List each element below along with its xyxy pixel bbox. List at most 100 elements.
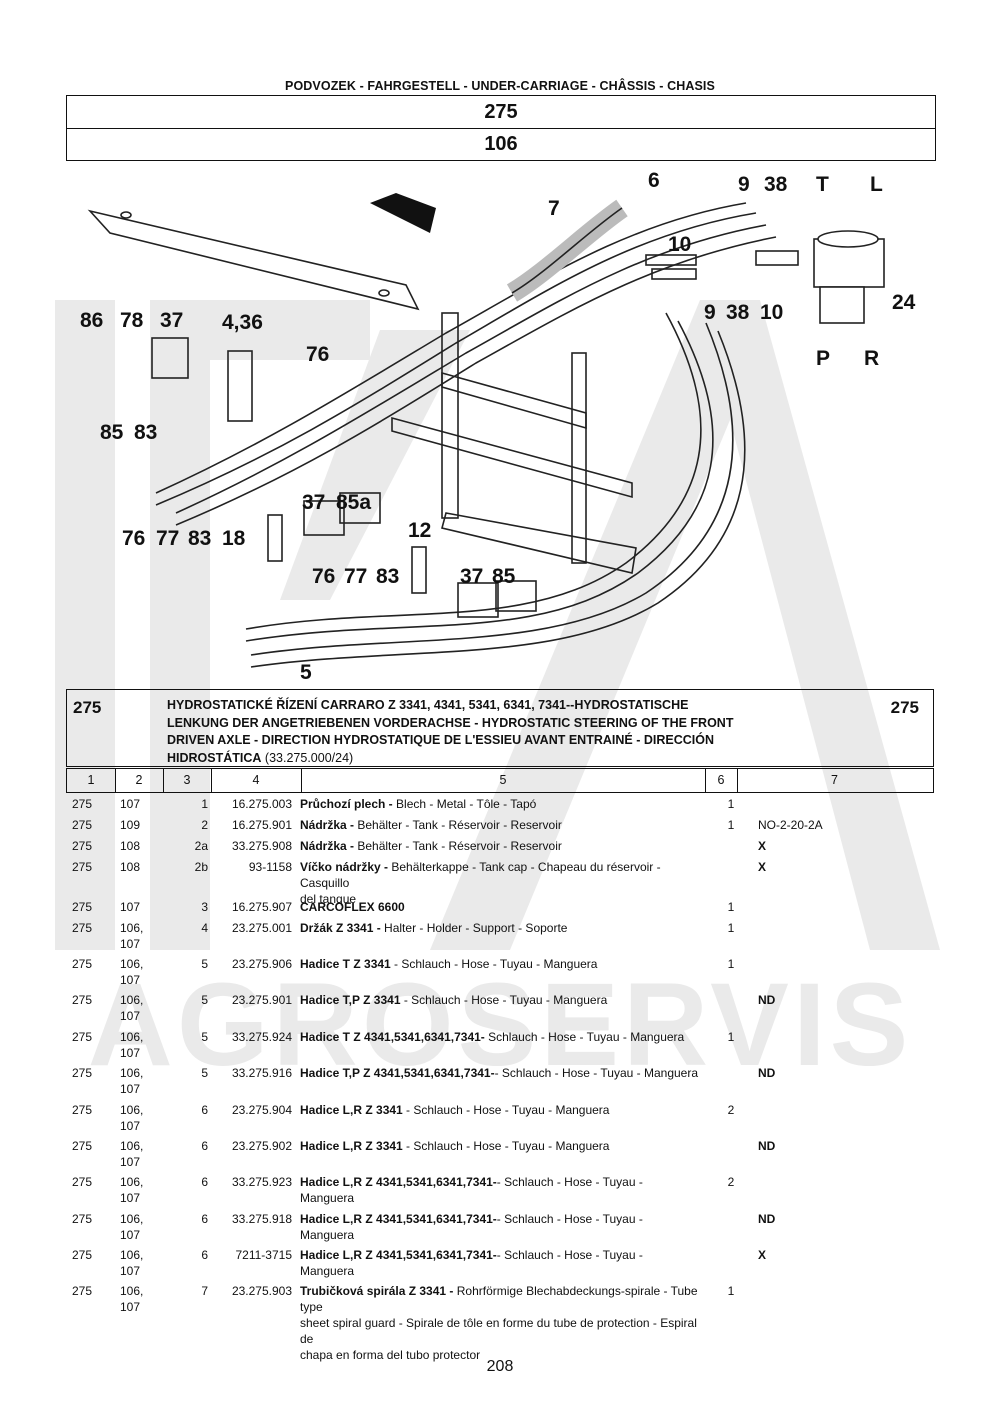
cell: 23.275.902 bbox=[231, 1139, 292, 1153]
callout-37: 37 bbox=[160, 309, 183, 332]
part-desc: Behälter - Tank - Réservoir - Reservoir bbox=[354, 839, 562, 853]
cell: 275 bbox=[72, 1139, 93, 1153]
cell-col2: 106,107 bbox=[120, 1102, 160, 1134]
cell: 2 bbox=[201, 818, 208, 832]
cell: 275 bbox=[72, 1175, 93, 1189]
cell-col2: 106, 107 bbox=[120, 1174, 160, 1206]
cell-col2: 106, 107 bbox=[120, 992, 160, 1024]
cell: 16.275.907 bbox=[231, 900, 292, 914]
part-desc: Halter - Holder - Support - Soporte bbox=[380, 921, 568, 935]
callout-4-36: 4,36 bbox=[222, 311, 263, 334]
cell: 275 bbox=[72, 957, 93, 971]
cell-description: Hadice L,R Z 3341 - Schlauch - Hose - Tu… bbox=[300, 1138, 700, 1154]
callout-12: 12 bbox=[408, 519, 431, 542]
cell: 2a bbox=[194, 839, 208, 853]
callout-38: 38 bbox=[764, 173, 788, 196]
cell: 275 bbox=[72, 1212, 93, 1226]
group-description: 275 275 HYDROSTATICKÉ ŘÍZENÍ CARRARO Z 3… bbox=[66, 689, 934, 767]
callout-85b: 85 bbox=[492, 565, 516, 588]
col2-line1: 108 bbox=[120, 839, 141, 853]
callout-9b: 9 bbox=[704, 301, 716, 324]
cell-col2: 106,107 bbox=[120, 1283, 160, 1315]
col2-line1: 106, bbox=[120, 1212, 144, 1226]
col2-line1: 107 bbox=[120, 900, 141, 914]
subgroup-code: 106 bbox=[66, 128, 936, 161]
cell: 33.275.923 bbox=[231, 1175, 292, 1189]
part-name: Nádržka - bbox=[300, 839, 355, 853]
col-4: 4 bbox=[211, 769, 302, 792]
part-desc: - Schlauch - Hose - Tuyau - Manguera bbox=[300, 1248, 643, 1278]
cell: X bbox=[758, 1248, 767, 1262]
col2-line2: 107 bbox=[120, 1009, 141, 1023]
col2-line2: 107 bbox=[120, 1264, 141, 1278]
col-5: 5 bbox=[301, 769, 706, 792]
callout-76: 76 bbox=[306, 343, 329, 366]
col2-line2: 107 bbox=[120, 937, 141, 951]
cell: 16.275.003 bbox=[231, 797, 292, 811]
part-desc: - Schlauch - Hose - Tuyau - Manguera bbox=[402, 1139, 610, 1153]
callout-24: 24 bbox=[892, 291, 916, 314]
col2-line1: 106, bbox=[120, 1175, 144, 1189]
col2-line1: 106, bbox=[120, 1284, 144, 1298]
part-name: Hadice L,R Z 3341 bbox=[300, 1139, 403, 1153]
cell: 275 bbox=[72, 797, 93, 811]
cell: 1 bbox=[201, 797, 208, 811]
cell: 33.275.924 bbox=[231, 1030, 292, 1044]
cell: 3 bbox=[201, 900, 208, 914]
col-2: 2 bbox=[115, 769, 164, 792]
col2-line1: 106, bbox=[120, 957, 144, 971]
desc-line-2: LENKUNG DER ANGETRIEBENEN VORDERACHSE - … bbox=[167, 715, 734, 730]
cell: 7211-3715 bbox=[235, 1248, 293, 1262]
callout-37c: 37 bbox=[460, 565, 483, 588]
cell: 1 bbox=[727, 900, 735, 914]
cell: 1 bbox=[727, 1030, 735, 1044]
cell: 23.275.901 bbox=[231, 993, 292, 1007]
cell-description: Trubičková spirála Z 3341 - Rohrförmige … bbox=[300, 1283, 700, 1363]
callout-37b: 37 bbox=[302, 491, 325, 514]
cell-col2: 106,107 bbox=[120, 920, 160, 952]
part-desc: - Schlauch - Hose - Tuyau - Manguera bbox=[402, 1103, 610, 1117]
col2-line1: 106, bbox=[120, 1030, 144, 1044]
part-desc: Rohrförmige Blechabdeckungs-spirale - Tu… bbox=[300, 1284, 698, 1314]
col2-line2: 107 bbox=[120, 1119, 141, 1133]
col2-line2: 107 bbox=[120, 1191, 141, 1205]
part-name: Hadice L,R Z 3341 bbox=[300, 1103, 403, 1117]
callout-P: P bbox=[816, 347, 830, 370]
part-desc: - Schlauch - Hose - Tuyau - Manguera bbox=[300, 1212, 643, 1242]
callout-10b: 10 bbox=[760, 301, 783, 324]
part-name: Hadice T,P Z 3341 bbox=[300, 993, 401, 1007]
cell-col2: 106, 107 bbox=[120, 1247, 160, 1279]
cell-col2: 107 bbox=[120, 899, 160, 915]
col2-line1: 106, bbox=[120, 993, 144, 1007]
part-name: Hadice T Z 4341,5341,6341,7341- bbox=[300, 1030, 485, 1044]
col2-line2: 107 bbox=[120, 1228, 141, 1242]
cell: 23.275.903 bbox=[231, 1284, 292, 1298]
cell: 5 bbox=[201, 1066, 208, 1080]
cell: 5 bbox=[201, 957, 208, 971]
cell: 23.275.904 bbox=[231, 1103, 292, 1117]
callout-38b: 38 bbox=[726, 301, 750, 324]
page-number: 208 bbox=[486, 1358, 514, 1375]
part-name: Průchozí plech - bbox=[300, 797, 393, 811]
cell-description: Víčko nádržky - Behälterkappe - Tank cap… bbox=[300, 859, 700, 907]
callout-78: 78 bbox=[120, 309, 144, 332]
callout-85: 85 bbox=[100, 421, 124, 444]
cell-description: Hadice T,P Z 3341 - Schlauch - Hose - Tu… bbox=[300, 992, 700, 1008]
cell-col2: 107 bbox=[120, 796, 160, 812]
cell-description: Hadice L,R Z 4341,5341,6341,7341-- Schla… bbox=[300, 1174, 700, 1206]
cell: 6 bbox=[201, 1248, 208, 1262]
part-name: Hadice L,R Z 4341,5341,6341,7341- bbox=[300, 1212, 497, 1226]
cell-col2: 106, 107 bbox=[120, 956, 160, 988]
callout-18: 18 bbox=[222, 527, 246, 550]
col2-line2: 107 bbox=[120, 973, 141, 987]
part-desc-3: chapa en forma del tubo protector bbox=[300, 1348, 481, 1362]
desc-group-right: 275 bbox=[890, 698, 919, 717]
cell: 93-1158 bbox=[248, 860, 292, 874]
cell: NO-2-20-2A bbox=[758, 818, 823, 832]
col2-line1: 106, bbox=[120, 1248, 144, 1262]
cell: X bbox=[758, 839, 767, 853]
col2-line2: 107 bbox=[120, 1046, 141, 1060]
col2-line1: 108 bbox=[120, 860, 141, 874]
cell: 1 bbox=[727, 1284, 735, 1298]
part-desc: - Schlauch - Hose - Tuyau - Manguera bbox=[400, 993, 608, 1007]
